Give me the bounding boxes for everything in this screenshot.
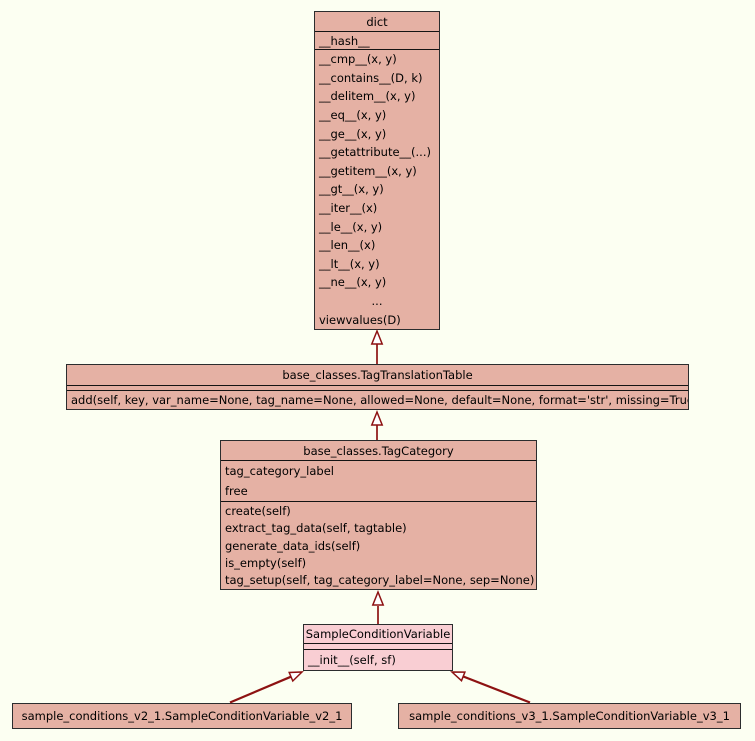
methods-compartment: __init__(self, sf): [304, 650, 452, 670]
method-row: __le__(x, y): [319, 219, 383, 234]
attributes-compartment-empty: [67, 386, 688, 391]
method-row: __iter__(x): [319, 201, 378, 216]
class-title-tag-category: base_classes.TagCategory: [221, 441, 536, 461]
inheritance-edge-tagcategory-to-tagtranslationtable: [370, 409, 384, 440]
method-row: __ge__(x, y): [319, 126, 387, 141]
class-box-dict[interactable]: dict __hash__ __cmp__(x, y) __contains__…: [314, 11, 440, 330]
class-box-tag-translation-table[interactable]: base_classes.TagTranslationTable add(sel…: [66, 364, 689, 410]
inheritance-edge-v2-to-sampleconditionvariable: [229, 671, 304, 704]
attributes-compartment: tag_category_label free: [221, 461, 536, 502]
class-title-tag-translation-table: base_classes.TagTranslationTable: [67, 365, 688, 386]
class-box-sample-condition-variable-v3-1[interactable]: sample_conditions_v3_1.SampleConditionVa…: [398, 703, 741, 729]
methods-compartment: add(self, key, var_name=None, tag_name=N…: [67, 391, 688, 409]
method-row: __gt__(x, y): [319, 182, 384, 197]
truncation-ellipsis: ...: [371, 294, 383, 309]
method-row: tag_setup(self, tag_category_label=None,…: [225, 573, 535, 588]
methods-compartment: __cmp__(x, y) __contains__(D, k) __delit…: [315, 50, 439, 329]
method-row: is_empty(self): [225, 555, 307, 570]
methods-compartment: create(self) extract_tag_data(self, tagt…: [221, 502, 536, 589]
method-row: viewvalues(D): [319, 312, 401, 327]
attributes-compartment-empty: [304, 644, 452, 650]
method-row: __lt__(x, y): [319, 256, 380, 271]
class-title-sample-condition-variable-v2-1: sample_conditions_v2_1.SampleConditionVa…: [21, 709, 343, 723]
class-title-sample-condition-variable: SampleConditionVariable: [304, 625, 452, 644]
attribute-row: tag_category_label: [225, 464, 334, 478]
method-row: __ne__(x, y): [319, 275, 387, 290]
method-row: __cmp__(x, y): [319, 52, 397, 67]
class-box-tag-category[interactable]: base_classes.TagCategory tag_category_la…: [220, 440, 537, 590]
method-row: __getitem__(x, y): [319, 163, 417, 178]
method-row: create(self): [225, 503, 291, 518]
class-title-dict: dict: [315, 12, 439, 32]
class-box-sample-condition-variable-v2-1[interactable]: sample_conditions_v2_1.SampleConditionVa…: [12, 703, 352, 729]
inheritance-edge-tagtranslationtable-to-dict: [370, 328, 384, 364]
method-row: extract_tag_data(self, tagtable): [225, 521, 407, 536]
attribute-row: free: [225, 484, 248, 498]
method-row: __delitem__(x, y): [319, 89, 416, 104]
method-row: __init__(self, sf): [308, 653, 396, 667]
method-row: __eq__(x, y): [319, 108, 387, 123]
class-box-sample-condition-variable[interactable]: SampleConditionVariable __init__(self, s…: [303, 624, 453, 671]
inheritance-edge-v3-to-sampleconditionvariable: [450, 671, 531, 704]
attribute-row: __hash__: [319, 33, 370, 48]
method-row: add(self, key, var_name=None, tag_name=N…: [71, 393, 688, 407]
method-row: generate_data_ids(self): [225, 538, 361, 553]
class-title-sample-condition-variable-v3-1: sample_conditions_v3_1.SampleConditionVa…: [409, 709, 730, 723]
method-row: __len__(x): [319, 238, 376, 253]
method-row: __contains__(D, k): [319, 70, 423, 85]
attributes-compartment: __hash__: [315, 32, 439, 50]
method-row: __getattribute__(...): [319, 145, 431, 160]
inheritance-edge-sampleconditionvariable-to-tagcategory: [371, 589, 385, 624]
